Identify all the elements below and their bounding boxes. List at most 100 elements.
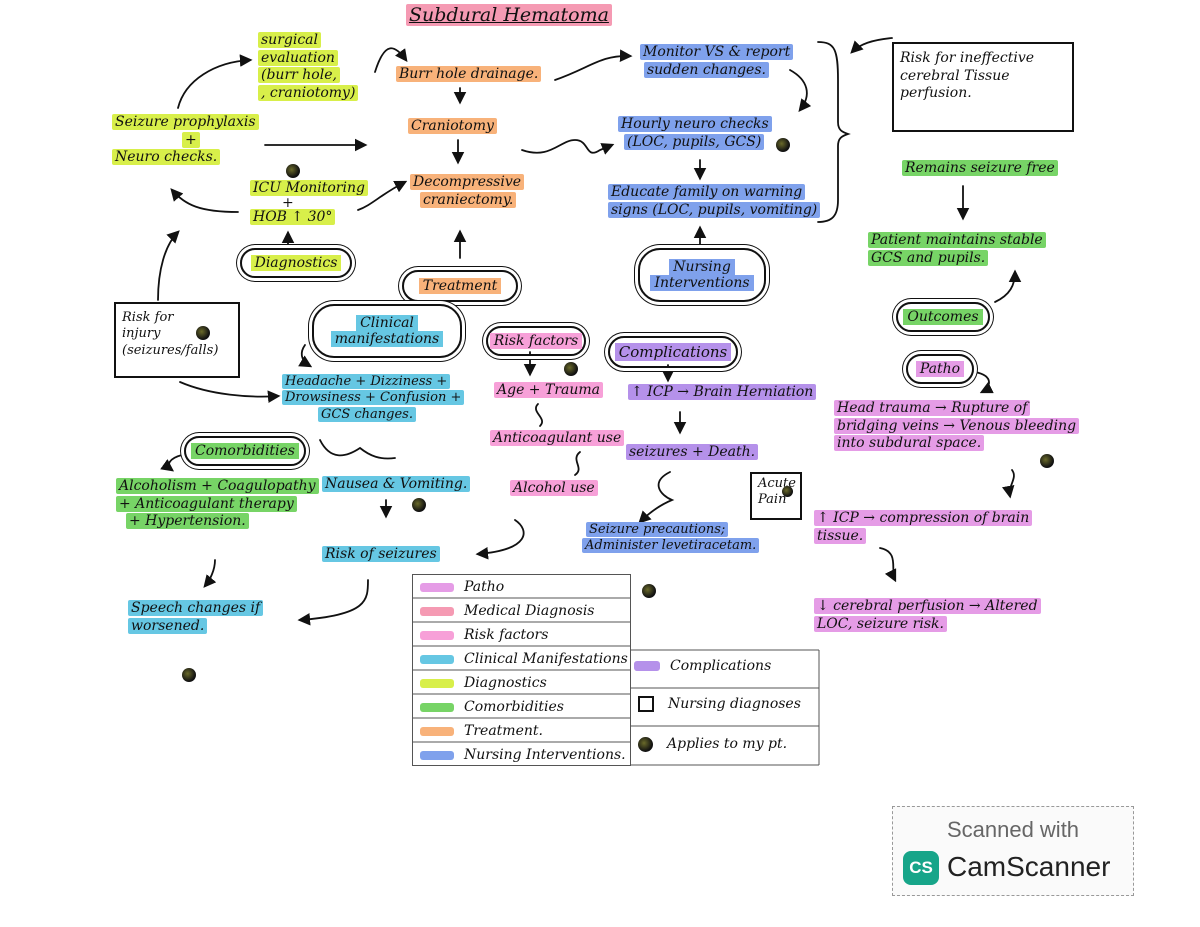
educate-family-node: Educate family on warning signs (LOC, pu… xyxy=(608,184,821,219)
text: Seizure prophylaxis xyxy=(112,114,259,130)
text: Risk for ineffective xyxy=(900,50,1035,66)
legend-item: Diagnostics xyxy=(420,675,547,691)
text-block: Risk for ineffective cerebral Tissue per… xyxy=(900,50,1034,103)
text: tissue. xyxy=(814,527,867,544)
camscanner-watermark: Scanned with CS CamScanner xyxy=(892,806,1134,896)
text: Decompressive xyxy=(410,174,525,190)
text: surgical xyxy=(258,32,321,48)
legend-item: Nursing Interventions. xyxy=(420,747,626,763)
seizures-death-node: seizures + Death. xyxy=(626,444,759,462)
text: evaluation xyxy=(258,49,338,66)
legend-label: Medical Diagnosis xyxy=(464,603,595,619)
text-block: Risk for injury (seizures/falls) xyxy=(122,310,218,359)
applies-dot-icon xyxy=(638,736,653,752)
text: Speech changes if xyxy=(128,600,264,616)
text: Outcomes xyxy=(903,309,983,325)
legend-swatch xyxy=(420,582,454,592)
text: LOC, seizure risk. xyxy=(814,615,947,632)
legend-label: Clinical Manifestations xyxy=(464,651,628,667)
applies-dot-icon xyxy=(1040,454,1054,468)
legend-item: Comorbidities xyxy=(420,699,564,715)
legend-complications: Complications xyxy=(634,658,771,674)
icu-monitoring-node: ICU Monitoring + HOB ↑ 30° xyxy=(250,180,368,226)
square-outline-icon xyxy=(638,696,654,712)
legend-nursing-diagnoses: Nursing diagnoses xyxy=(634,696,801,712)
page-title: Subdural Hematoma xyxy=(406,4,612,28)
text: Remains seizure free xyxy=(902,160,1058,176)
craniotomy-node: Craniotomy xyxy=(408,118,497,136)
text: + xyxy=(182,131,200,148)
legend-label: Applies to my pt. xyxy=(667,736,788,752)
legend-label: Nursing Interventions. xyxy=(464,747,626,763)
headache-node: Headache + Dizziness + Drowsiness + Conf… xyxy=(282,374,465,423)
text: bridging veins → Venous bleeding xyxy=(834,417,1080,434)
treatment-cloud: Treatment xyxy=(402,270,518,302)
text: + Hypertension. xyxy=(126,513,249,529)
comorbidities-cloud: Comorbidities xyxy=(184,436,306,466)
text: Neuro checks. xyxy=(112,149,221,165)
text: Comorbidities xyxy=(191,443,299,459)
icp-compression-node: ↑ ICP → compression of brain tissue. xyxy=(814,510,1033,545)
text: GCS and pupils. xyxy=(868,249,989,266)
nursing-diagnosis-risk-ineffective-perfusion: Risk for ineffective cerebral Tissue per… xyxy=(892,42,1074,132)
legend-grid xyxy=(412,574,820,766)
legend-applies: Applies to my pt. xyxy=(634,736,787,752)
legend-item: Patho xyxy=(420,579,504,595)
applies-dot-icon xyxy=(286,164,300,178)
legend-item: Treatment. xyxy=(420,723,543,739)
text: Drowsiness + Confusion + xyxy=(282,390,465,406)
text: (LOC, pupils, GCS) xyxy=(624,133,765,150)
alcohol-use-node: Alcohol use xyxy=(510,480,598,498)
applies-dot-icon xyxy=(642,584,656,598)
text: sudden changes. xyxy=(644,61,769,78)
text: Nursing xyxy=(669,259,735,275)
anticoagulant-use-node: Anticoagulant use xyxy=(490,430,625,448)
text: Hourly neuro checks xyxy=(618,116,772,132)
cerebral-perfusion-node: ↓ cerebral perfusion → Altered LOC, seiz… xyxy=(814,598,1041,633)
seizure-prophylaxis-node: Seizure prophylaxis + Neuro checks. xyxy=(112,114,259,167)
hourly-neuro-checks-node: Hourly neuro checks (LOC, pupils, GCS) xyxy=(618,116,772,151)
maintains-gcs-node: Patient maintains stable GCS and pupils. xyxy=(868,232,1046,267)
text: perfusion. xyxy=(900,85,972,101)
legend-label: Risk factors xyxy=(464,627,549,643)
text: Burr hole drainage. xyxy=(396,66,542,82)
text: Alcohol use xyxy=(510,480,598,496)
text: Educate family on warning xyxy=(608,184,806,200)
legend-label: Comorbidities xyxy=(464,699,564,715)
applies-dot-icon xyxy=(776,138,790,152)
diagnostics-cloud: Diagnostics xyxy=(240,248,352,278)
nursing-diagnosis-risk-for-injury: Risk for injury (seizures/falls) xyxy=(114,302,240,378)
text: Nausea & Vomiting. xyxy=(322,476,471,492)
decompressive-craniectomy-node: Decompressive craniectomy. xyxy=(410,174,525,209)
text: + xyxy=(282,194,294,211)
applies-dot-icon xyxy=(412,498,426,512)
applies-dot-icon xyxy=(182,668,196,682)
text: worsened. xyxy=(128,617,208,634)
text: cerebral Tissue xyxy=(900,67,1010,84)
text: craniectomy. xyxy=(420,191,517,208)
nausea-node: Nausea & Vomiting. xyxy=(322,476,471,494)
legend-swatch xyxy=(420,654,454,664)
text: Clinical xyxy=(356,315,418,331)
text: Seizure precautions; xyxy=(586,522,729,537)
text: (seizures/falls) xyxy=(122,342,219,358)
text: Risk for xyxy=(122,310,174,325)
clinical-manifestations-cloud: Clinical manifestations xyxy=(312,304,462,358)
text: Alcoholism + Coagulopathy xyxy=(116,478,319,494)
text: Pain xyxy=(758,492,787,508)
legend-label: Complications xyxy=(670,658,772,674)
watermark-name: CamScanner xyxy=(947,851,1111,882)
legend-label: Nursing diagnoses xyxy=(668,696,801,712)
monitor-vs-node: Monitor VS & report sudden changes. xyxy=(640,44,794,79)
text: Age + Trauma xyxy=(494,382,604,398)
applies-dot-icon xyxy=(782,486,793,497)
legend-swatch xyxy=(420,726,454,736)
surgical-evaluation-node: surgical evaluation (burr hole, , cranio… xyxy=(258,32,359,102)
legend-swatch xyxy=(420,606,454,616)
text: Patho xyxy=(915,361,965,377)
applies-dot-icon xyxy=(564,362,578,376)
nursing-diagnosis-acute-pain: Acute Pain xyxy=(750,472,802,520)
legend-swatch xyxy=(420,702,454,712)
text: (burr hole, xyxy=(258,67,340,83)
